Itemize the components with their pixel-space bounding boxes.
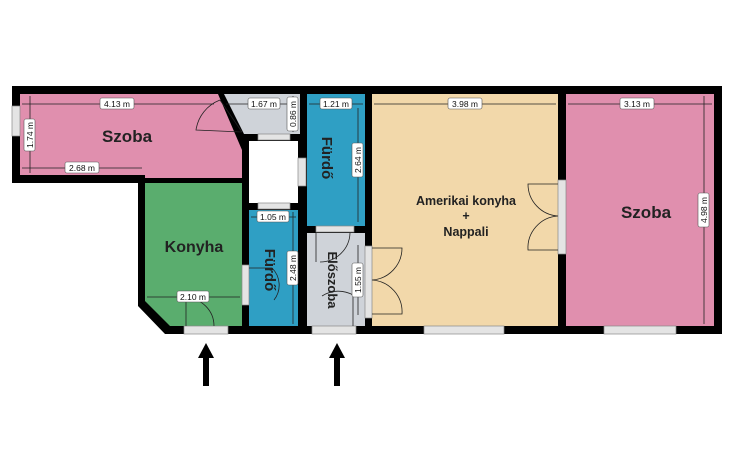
- room-label-nappali-2: +: [462, 209, 469, 223]
- dim-corridor-height: 0.86 m: [286, 96, 299, 132]
- svg-text:1.67 m: 1.67 m: [251, 99, 277, 109]
- room-label-nappali-1: Amerikai konyha: [416, 194, 517, 208]
- dim-furdo-small-width: 1.05 m: [256, 210, 290, 223]
- svg-text:2.64 m: 2.64 m: [353, 147, 363, 173]
- svg-text:4.13 m: 4.13 m: [104, 99, 130, 109]
- room-label-nappali-3: Nappali: [443, 225, 488, 239]
- svg-text:2.10 m: 2.10 m: [180, 292, 206, 302]
- dim-eloszoba-height: 1.55 m: [351, 262, 364, 298]
- room-konyha: [145, 183, 242, 326]
- svg-text:4.98 m: 4.98 m: [699, 197, 709, 223]
- room-label-furdo-big: Fürdő: [318, 137, 335, 180]
- dim-furdo-big-height: 2.64 m: [351, 142, 364, 178]
- room-label-szoba-left: Szoba: [102, 127, 153, 146]
- room-label-szoba-right: Szoba: [621, 203, 672, 222]
- room-label-konyha: Konyha: [165, 239, 224, 256]
- svg-text:3.13 m: 3.13 m: [624, 99, 650, 109]
- dim-furdo-big-width: 1.21 m: [319, 97, 353, 110]
- windows: [11, 105, 677, 335]
- dim-szoba-left-width: 4.13 m: [99, 97, 135, 110]
- room-szoba-right: [566, 94, 714, 326]
- svg-text:1.55 m: 1.55 m: [353, 267, 363, 293]
- dim-konyha-width: 2.10 m: [176, 290, 210, 303]
- dim-szoba-left-height: 1.74 m: [23, 118, 36, 152]
- room-label-eloszoba: Előszoba: [325, 251, 340, 309]
- room-szoba-left: [20, 94, 242, 178]
- svg-text:0.86 m: 0.86 m: [288, 101, 298, 127]
- dim-furdo-small-height: 2.48 m: [286, 250, 299, 286]
- arrow-up-icon: [329, 343, 345, 386]
- dim-nappali-width: 3.98 m: [447, 97, 483, 110]
- room-closet: [249, 141, 298, 203]
- dim-szoba-right-height: 4.98 m: [697, 192, 710, 228]
- room-label-furdo-small: Fürdő: [261, 249, 278, 292]
- svg-text:3.98 m: 3.98 m: [452, 99, 478, 109]
- doors: [185, 99, 559, 327]
- dim-szoba-right-width: 3.13 m: [619, 97, 655, 110]
- svg-text:1.74 m: 1.74 m: [25, 122, 35, 148]
- svg-text:2.68 m: 2.68 m: [69, 163, 95, 173]
- svg-text:1.05 m: 1.05 m: [260, 212, 286, 222]
- svg-text:2.48 m: 2.48 m: [288, 255, 298, 281]
- arrow-up-icon: [198, 343, 214, 386]
- room-nappali: [372, 94, 558, 326]
- svg-text:1.21 m: 1.21 m: [323, 99, 349, 109]
- dim-corridor-width: 1.67 m: [247, 97, 281, 110]
- dim-szoba-left-bottom: 2.68 m: [64, 161, 100, 174]
